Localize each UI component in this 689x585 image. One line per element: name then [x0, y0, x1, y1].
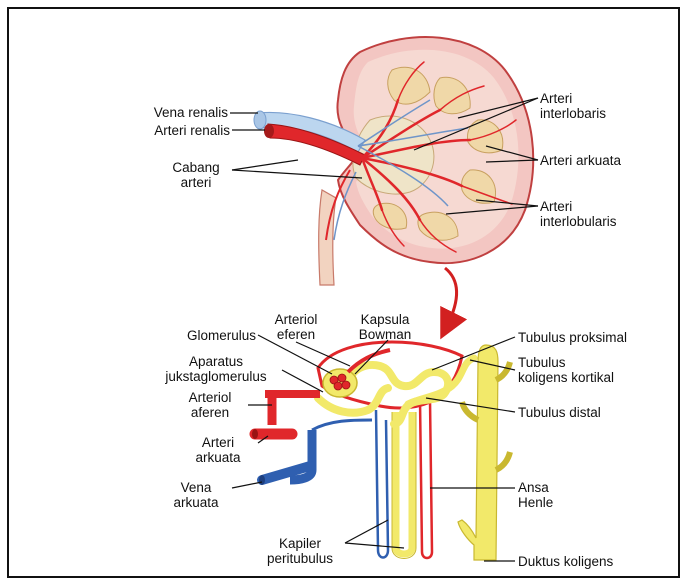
label-arteri-interlobaris-line2: interlobaris	[540, 106, 606, 121]
arcuate-vein-end	[259, 475, 265, 485]
label-arteri-arkuata: Arteri arkuata	[180, 435, 256, 465]
kidney-illustration	[254, 37, 533, 285]
label-arteri-arkuata-line1: Arteri	[180, 435, 256, 450]
label-arteri-interlobaris: Arteri interlobaris	[540, 91, 606, 121]
collecting-duct-branch-right2	[496, 452, 510, 470]
label-ansa-henle: Ansa Henle	[518, 480, 553, 510]
label-aparatus-line1: Aparatus	[150, 354, 282, 369]
renal-vein-opening	[254, 111, 266, 129]
label-arteri-interlobularis-line1: Arteri	[540, 199, 617, 214]
label-vena-renalis: Vena renalis	[100, 105, 228, 120]
label-duktus-koligens: Duktus koligens	[518, 554, 613, 569]
label-tubulus-proksimal: Tubulus proksimal	[518, 330, 627, 345]
label-tubulus-distal: Tubulus distal	[518, 405, 601, 420]
label-tubulus-koligens-kortikal: Tubulus koligens kortikal	[518, 355, 614, 385]
label-kapiler-peritubulus: Kapiler peritubulus	[256, 536, 344, 566]
label-tubulus-koligens-line1: Tubulus	[518, 355, 614, 370]
label-arteriol-aferen-line1: Arteriol	[172, 390, 248, 405]
label-kapiler-line1: Kapiler	[256, 536, 344, 551]
label-tubulus-koligens-line2: koligens kortikal	[518, 370, 614, 385]
renal-artery-opening	[264, 124, 274, 138]
label-arteri-interlobularis-line2: interlobularis	[540, 214, 617, 229]
label-cabang-arteri-line1: Cabang	[160, 160, 232, 175]
label-arteri-renalis: Arteri renalis	[100, 123, 230, 138]
label-kapiler-line2: peritubulus	[256, 551, 344, 566]
label-arteriol-eferen: Arteriol eferen	[252, 312, 340, 342]
label-aparatus-jukstaglomerulus: Aparatus jukstaglomerulus	[150, 354, 282, 384]
label-vena-arkuata: Vena arkuata	[160, 480, 232, 510]
label-arteri-interlobaris-line1: Arteri	[540, 91, 606, 106]
label-arteri-arkuata-line2: arkuata	[180, 450, 256, 465]
collecting-duct	[458, 345, 498, 560]
label-arteri-interlobularis: Arteri interlobularis	[540, 199, 617, 229]
vasa-recta-red	[420, 400, 432, 558]
label-aparatus-line2: jukstaglomerulus	[150, 369, 282, 384]
label-arteriol-aferen-line2: aferen	[172, 405, 248, 420]
label-cabang-arteri-line2: arteri	[160, 175, 232, 190]
zoom-arrow	[445, 268, 457, 326]
label-ansa-henle-line2: Henle	[518, 495, 553, 510]
label-vena-arkuata-line2: arkuata	[160, 495, 232, 510]
label-kapsula-bowman: Kapsula Bowman	[340, 312, 430, 342]
label-ansa-henle-line1: Ansa	[518, 480, 553, 495]
label-cabang-arteri: Cabang arteri	[160, 160, 232, 190]
loop-of-henle	[396, 412, 412, 554]
label-arteriol-aferen: Arteriol aferen	[172, 390, 248, 420]
label-arteriol-eferen-line1: Arteriol	[252, 312, 340, 327]
label-arteriol-eferen-line2: eferen	[252, 327, 340, 342]
label-glomerulus: Glomerulus	[130, 328, 256, 343]
vein-up	[312, 420, 372, 430]
vasa-recta-blue	[376, 410, 388, 558]
label-kapsula-bowman-line2: Bowman	[340, 327, 430, 342]
label-kapsula-bowman-line1: Kapsula	[340, 312, 430, 327]
label-vena-arkuata-line1: Vena	[160, 480, 232, 495]
label-arteri-arkuata-top: Arteri arkuata	[540, 153, 621, 168]
